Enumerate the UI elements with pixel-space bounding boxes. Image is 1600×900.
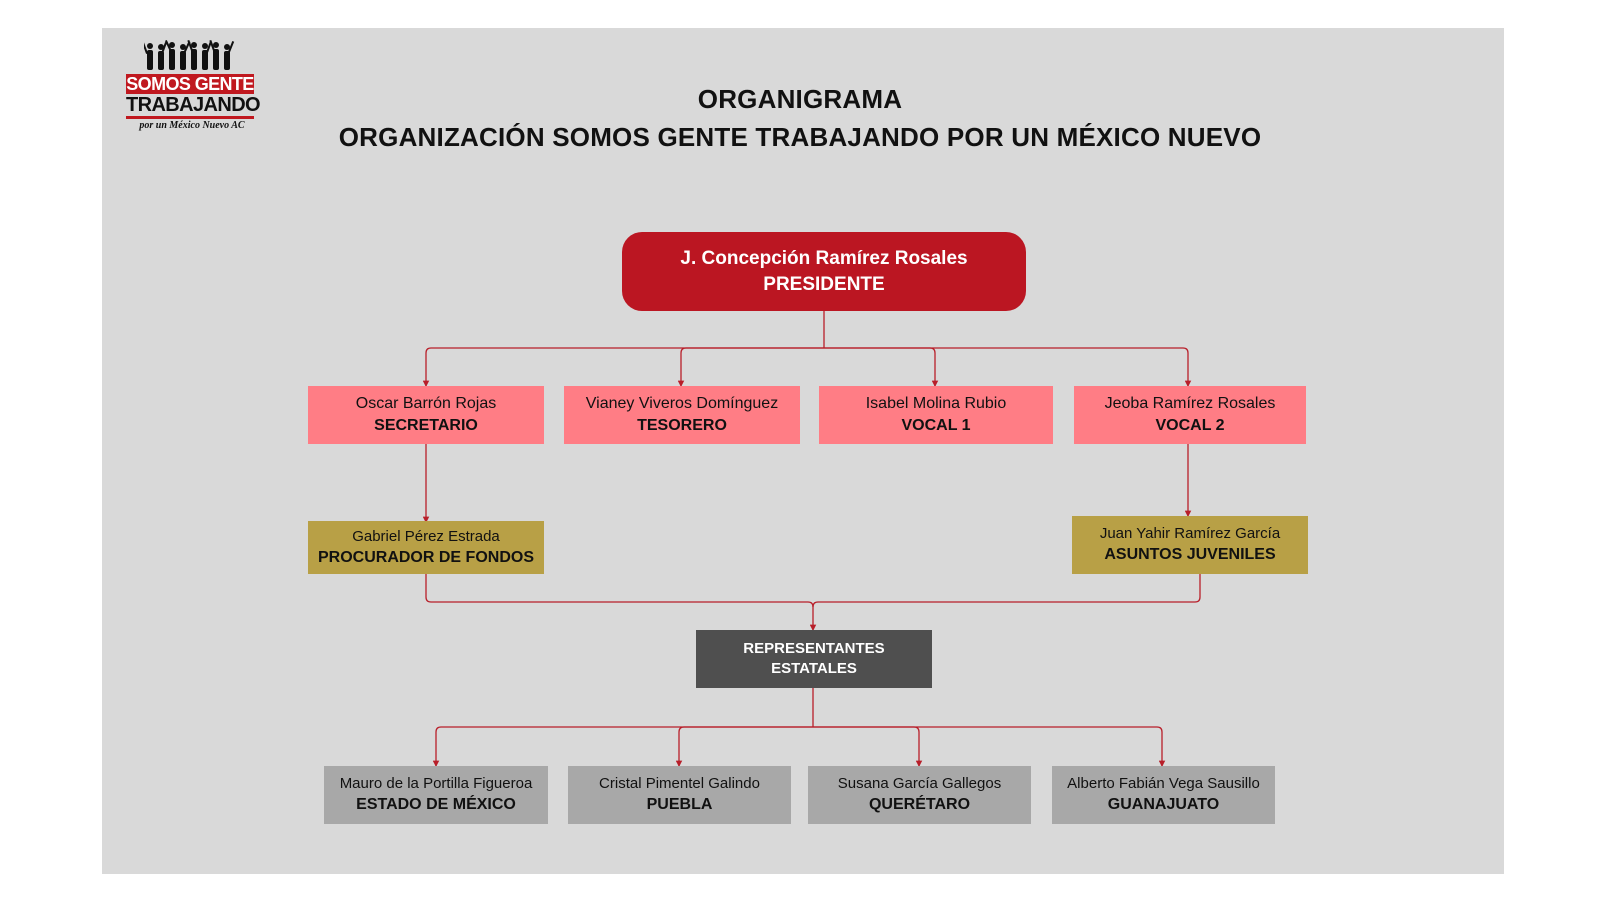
officer-node-vocal1: Isabel Molina Rubio VOCAL 1	[819, 386, 1053, 444]
officer-role: VOCAL 1	[901, 417, 971, 434]
representatives-node: REPRESENTANTES ESTATALES	[696, 630, 932, 688]
president-node: J. Concepción Ramírez Rosales PRESIDENTE	[622, 232, 1026, 311]
organization-logo: SOMOS GENTE TRABAJANDO por un México Nue…	[126, 40, 261, 132]
diagram-background	[102, 28, 1504, 874]
state-rep-name: Susana García Gallegos	[837, 775, 1002, 793]
state-name: QUERÉTARO	[868, 796, 971, 814]
officer-name: Oscar Barrón Rojas	[355, 395, 497, 413]
officer-node-vocal2: Jeoba Ramírez Rosales VOCAL 2	[1074, 386, 1306, 444]
officer-role: TESORERO	[637, 417, 727, 434]
page-title: ORGANIGRAMA	[697, 84, 903, 114]
state-node-guanajuato: Alberto Fabián Vega Sausillo GUANAJUATO	[1052, 766, 1275, 824]
state-rep-name: Mauro de la Portilla Figueroa	[339, 775, 533, 793]
president-role: PRESIDENTE	[763, 273, 885, 295]
logo-tagline: por un México Nuevo AC	[139, 120, 245, 131]
officer-role: VOCAL 2	[1155, 417, 1225, 434]
officer-name: Vianey Viveros Domínguez	[585, 395, 779, 413]
representatives-line1: REPRESENTANTES	[743, 639, 885, 657]
officer-node-secretario: Oscar Barrón Rojas SECRETARIO	[308, 386, 544, 444]
people-silhouettes-icon	[144, 40, 235, 70]
officer-role: SECRETARIO	[374, 417, 478, 434]
page-subtitle: ORGANIZACIÓN SOMOS GENTE TRABAJANDO POR …	[338, 122, 1262, 152]
officer-name: Isabel Molina Rubio	[865, 395, 1007, 413]
officer-node-tesorero: Vianey Viveros Domínguez TESORERO	[564, 386, 800, 444]
state-node-puebla: Cristal Pimentel Galindo PUEBLA	[568, 766, 791, 824]
assistant-role: ASUNTOS JUVENILES	[1104, 546, 1276, 564]
assistant-name: Juan Yahir Ramírez García	[1099, 525, 1281, 543]
officer-name: Jeoba Ramírez Rosales	[1104, 395, 1276, 413]
representatives-line2: ESTATALES	[771, 660, 857, 677]
logo-text-somos-gente: SOMOS GENTE	[126, 74, 254, 94]
state-name: GUANAJUATO	[1107, 796, 1220, 814]
assistant-node-juveniles: Juan Yahir Ramírez García ASUNTOS JUVENI…	[1072, 516, 1308, 574]
president-name: J. Concepción Ramírez Rosales	[680, 247, 968, 269]
state-name: ESTADO DE MÉXICO	[356, 796, 516, 814]
state-node-queretaro: Susana García Gallegos QUERÉTARO	[808, 766, 1031, 824]
assistant-name: Gabriel Pérez Estrada	[352, 527, 500, 545]
assistant-role: PROCURADOR DE FONDOS	[317, 548, 534, 566]
assistant-node-procurador: Gabriel Pérez Estrada PROCURADOR DE FOND…	[308, 521, 544, 574]
state-name: PUEBLA	[646, 796, 713, 814]
state-rep-name: Cristal Pimentel Galindo	[599, 775, 760, 793]
logo-text-trabajando: TRABAJANDO	[126, 94, 261, 119]
state-rep-name: Alberto Fabián Vega Sausillo	[1067, 775, 1260, 793]
state-node-estado-mexico: Mauro de la Portilla Figueroa ESTADO DE …	[324, 766, 548, 824]
